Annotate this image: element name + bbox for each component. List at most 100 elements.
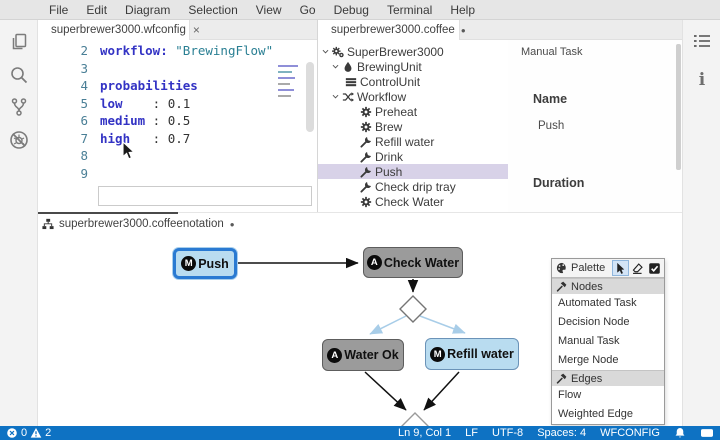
brewing-unit-icon xyxy=(342,61,354,73)
tree-item-superbrewer3000[interactable]: SuperBrewer3000 xyxy=(318,44,508,59)
current-line-highlight xyxy=(98,186,312,206)
panel-divider[interactable] xyxy=(38,212,682,213)
tab-coffeenotation[interactable]: superbrewer3000.coffeenotation ● xyxy=(42,218,235,230)
node-check-water[interactable]: A Check Water xyxy=(363,247,463,278)
vertical-scrollbar[interactable] xyxy=(306,62,314,132)
problems-indicator[interactable]: 0 2 xyxy=(6,427,51,439)
chevron-down-icon[interactable] xyxy=(331,92,340,101)
files-icon[interactable] xyxy=(8,31,30,53)
tab-coffee[interactable]: superbrewer3000.coffee ● xyxy=(318,20,466,40)
close-tab-icon[interactable]: × xyxy=(192,23,200,37)
palette-section-nodes[interactable]: Nodes xyxy=(552,278,664,294)
merge-node[interactable] xyxy=(401,412,429,426)
menu-help[interactable]: Help xyxy=(450,2,475,17)
manual-task-badge: M xyxy=(181,256,197,271)
automated-task-badge: A xyxy=(327,347,343,363)
menu-terminal[interactable]: Terminal xyxy=(386,2,433,17)
gear-icon xyxy=(360,106,372,118)
name-field-label: Name xyxy=(533,92,568,106)
node-push[interactable]: M Push xyxy=(173,248,237,279)
dirty-indicator: ● xyxy=(460,25,466,35)
encoding-indicator[interactable]: UTF-8 xyxy=(492,427,524,439)
node-water-ok[interactable]: A Water Ok xyxy=(322,339,404,371)
menu-view[interactable]: View xyxy=(255,2,282,17)
decision-node[interactable] xyxy=(399,295,427,323)
debug-disabled-icon[interactable] xyxy=(8,129,30,151)
editor1-tab-bar: superbrewer3000.wfconfig × xyxy=(38,20,317,40)
tree-item-check-water[interactable]: Check Water xyxy=(318,194,508,209)
tree-item-push-selected[interactable]: Push xyxy=(318,164,508,179)
tree-item-preheat[interactable]: Preheat xyxy=(318,104,508,119)
status-bar: 0 2 Ln 9, Col 1 LF UTF-8 Spaces: 4 WFCON… xyxy=(0,426,720,440)
info-icon[interactable]: i xyxy=(698,70,706,90)
bell-icon[interactable] xyxy=(674,427,686,439)
wrench-icon xyxy=(360,136,372,148)
gear-icon xyxy=(360,121,372,133)
node-refill-water[interactable]: M Refill water xyxy=(425,338,519,370)
pointer-tool-icon[interactable] xyxy=(612,260,629,276)
edge-waterok-merge xyxy=(364,371,407,411)
tool-group-icon xyxy=(556,373,567,384)
tree-item-drink[interactable]: Drink xyxy=(318,149,508,164)
duration-field-label: Duration xyxy=(533,176,585,190)
tree-item-workflow[interactable]: Workflow xyxy=(318,89,508,104)
menu-edit[interactable]: Edit xyxy=(86,2,108,17)
tree-item-controlunit[interactable]: ControlUnit xyxy=(318,74,508,89)
wrench-icon xyxy=(360,181,372,193)
cursor-position[interactable]: Ln 9, Col 1 xyxy=(397,427,452,439)
outline-icon[interactable] xyxy=(691,30,713,52)
edge-decision-waterok xyxy=(369,315,407,335)
minimap[interactable] xyxy=(278,65,306,121)
language-mode[interactable]: WFCONFIG xyxy=(600,427,660,439)
palette-item-merge-node[interactable]: Merge Node xyxy=(558,354,619,366)
gears-icon xyxy=(332,46,344,58)
menu-diagram[interactable]: Diagram xyxy=(125,2,171,17)
tree-item-refill-water[interactable]: Refill water xyxy=(318,134,508,149)
tool-group-icon xyxy=(556,281,567,292)
panel-divider-active xyxy=(38,212,178,214)
feedback-icon[interactable] xyxy=(700,427,714,439)
right-side-bar: i xyxy=(682,20,720,426)
palette-header: Palette xyxy=(552,259,664,278)
tree-item-brewingunit[interactable]: BrewingUnit xyxy=(318,59,508,74)
search-icon[interactable] xyxy=(8,64,30,86)
gear-icon xyxy=(360,196,372,208)
properties-panel: Manual Task Name Push Duration xyxy=(508,40,682,212)
eol-indicator[interactable]: LF xyxy=(465,427,479,439)
tree-item-brew[interactable]: Brew xyxy=(318,119,508,134)
palette-item-decision-node[interactable]: Decision Node xyxy=(558,316,630,328)
editor2-tab-bar: superbrewer3000.coffee ● xyxy=(318,20,682,40)
diagram-panel: superbrewer3000.coffeenotation ● M Push … xyxy=(38,212,682,426)
palette: Palette Nodes Automated Task Decision No… xyxy=(551,258,665,425)
dirty-indicator: ● xyxy=(229,219,235,229)
control-unit-icon xyxy=(345,76,357,88)
chevron-down-icon[interactable] xyxy=(331,62,340,71)
palette-section-edges[interactable]: Edges xyxy=(552,370,664,386)
eraser-tool-icon[interactable] xyxy=(630,261,645,275)
edge-refill-merge xyxy=(423,371,460,411)
marquee-tool-icon[interactable] xyxy=(647,261,662,275)
menu-go[interactable]: Go xyxy=(299,2,316,17)
source-control-icon[interactable] xyxy=(8,96,30,118)
automated-task-badge: A xyxy=(366,255,382,270)
coffee-tree-editor: superbrewer3000.coffee ● SuperBrewer3000… xyxy=(318,20,682,212)
palette-item-flow[interactable]: Flow xyxy=(558,389,582,401)
palette-item-weighted-edge[interactable]: Weighted Edge xyxy=(558,408,634,420)
menu-bar: File Edit Diagram Selection View Go Debu… xyxy=(0,0,720,20)
tab-wfconfig[interactable]: superbrewer3000.wfconfig × xyxy=(38,20,200,40)
wrench-icon xyxy=(360,166,372,178)
notation-file-icon xyxy=(42,218,54,230)
menu-file[interactable]: File xyxy=(49,2,69,17)
menu-selection[interactable]: Selection xyxy=(188,2,238,17)
indentation-indicator[interactable]: Spaces: 4 xyxy=(537,427,587,439)
menu-debug[interactable]: Debug xyxy=(333,2,369,17)
palette-item-manual-task[interactable]: Manual Task xyxy=(558,335,620,347)
palette-item-automated-task[interactable]: Automated Task xyxy=(558,297,637,309)
palette-icon xyxy=(556,262,568,274)
chevron-down-icon[interactable] xyxy=(321,47,330,56)
name-field-value[interactable]: Push xyxy=(538,120,565,132)
tree-item-check-drip-tray[interactable]: Check drip tray xyxy=(318,179,508,194)
properties-scrollbar[interactable] xyxy=(676,44,681,170)
